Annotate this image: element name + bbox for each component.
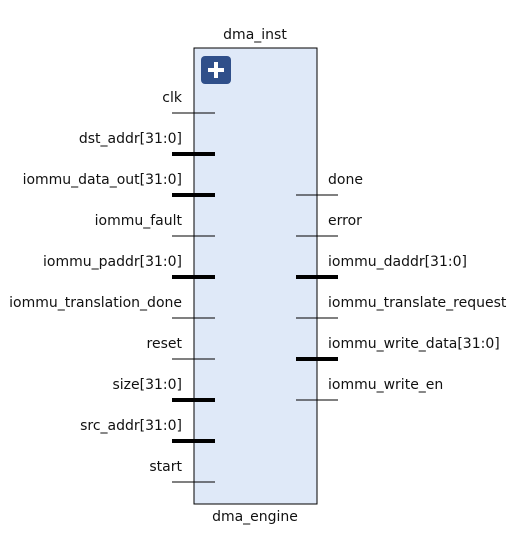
port-label: iommu_fault: [95, 213, 183, 229]
plus-icon: [208, 62, 224, 78]
port-label: size[31:0]: [112, 377, 182, 393]
input-port-src-addr[interactable]: src_addr[31:0]: [80, 418, 215, 443]
port-label: dst_addr[31:0]: [79, 131, 182, 147]
input-port-dst-addr[interactable]: dst_addr[31:0]: [79, 131, 215, 156]
input-port-iommu-fault[interactable]: iommu_fault: [95, 213, 215, 237]
output-port-iommu-write-data[interactable]: iommu_write_data[31:0]: [296, 336, 500, 361]
output-port-iommu-translate-request[interactable]: iommu_translate_request: [296, 295, 507, 319]
input-ports: clk dst_addr[31:0] iommu_data_out[31:0]iom…: [9, 90, 215, 483]
port-label: error: [328, 213, 362, 229]
output-port-error[interactable]: error: [296, 213, 362, 237]
input-port-clk[interactable]: clk: [162, 90, 215, 114]
port-label: reset: [147, 336, 183, 352]
output-port-iommu-daddr[interactable]: iommu_daddr[31:0]: [296, 254, 467, 279]
output-ports: done error iommu_daddr[31:0] iommu_translat…: [296, 172, 507, 401]
output-port-iommu-write-en[interactable]: iommu_write_en: [296, 377, 443, 401]
port-label: iommu_write_en: [328, 377, 443, 393]
input-port-iommu-translation-done[interactable]: iommu_translation_done: [9, 295, 215, 319]
input-port-iommu-data-out[interactable]: iommu_data_out[31:0]: [23, 172, 215, 197]
port-label: iommu_daddr[31:0]: [328, 254, 467, 270]
port-label: iommu_write_data[31:0]: [328, 336, 500, 352]
module-name-label: dma_engine: [212, 509, 298, 525]
port-label: start: [149, 459, 182, 475]
input-port-size[interactable]: size[31:0]: [112, 377, 215, 402]
input-port-reset[interactable]: reset: [147, 336, 215, 360]
port-label: clk: [162, 90, 183, 106]
output-port-done[interactable]: done: [296, 172, 363, 196]
port-label: iommu_paddr[31:0]: [43, 254, 182, 270]
port-label: iommu_data_out[31:0]: [23, 172, 182, 188]
instance-name-label: dma_inst: [223, 27, 287, 43]
port-label: iommu_translation_done: [9, 295, 182, 311]
input-port-start[interactable]: start: [149, 459, 215, 483]
input-port-iommu-paddr[interactable]: iommu_paddr[31:0]: [43, 254, 215, 279]
expand-button[interactable]: [201, 56, 231, 84]
port-label: src_addr[31:0]: [80, 418, 182, 434]
port-label: done: [328, 172, 363, 188]
port-label: iommu_translate_request: [328, 295, 507, 311]
